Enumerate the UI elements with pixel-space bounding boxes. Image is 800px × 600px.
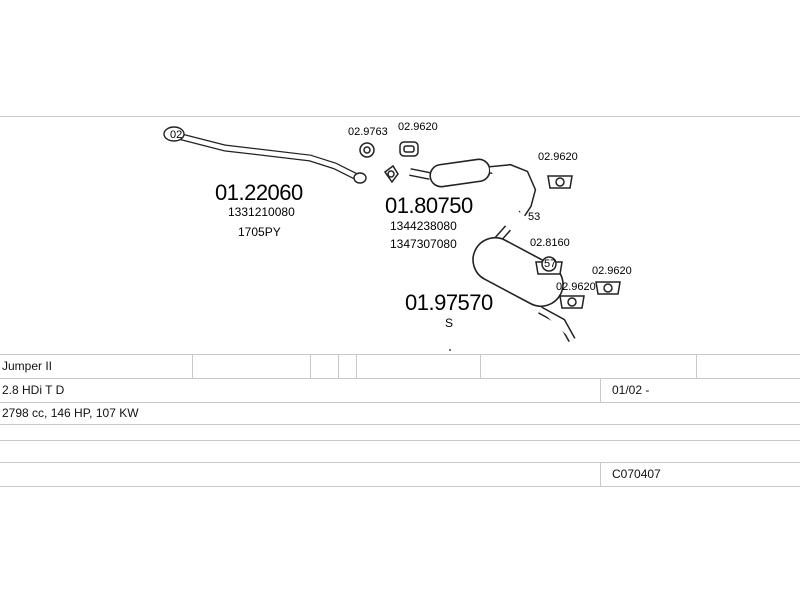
middle-silencer-number: 01.80750 <box>385 193 473 218</box>
row-divider-4 <box>0 440 800 441</box>
col-sep-2 <box>310 354 311 378</box>
table-bottom-border <box>0 486 800 487</box>
middle-silencer-drawing <box>409 158 537 217</box>
hanger-right-number: 02.9620 <box>538 151 578 163</box>
table-top-border <box>0 354 800 355</box>
hanger-rear-2-drawing <box>595 281 621 295</box>
catalog-code: C070407 <box>612 467 661 481</box>
col-sep-5 <box>480 354 481 378</box>
col-sep-4 <box>356 354 357 378</box>
rear-silencer-drawing <box>472 225 576 342</box>
dot-marker <box>449 349 451 351</box>
col-sep-code <box>600 462 601 486</box>
front-pipe-end-label: 02 <box>170 129 182 141</box>
front-pipe-number: 01.22060 <box>215 180 303 205</box>
date-range: 01/02 - <box>612 383 650 397</box>
gasket-drawing <box>359 142 375 158</box>
hanger-rear-1-number: 02.9620 <box>556 281 596 293</box>
col-sep-date <box>600 378 601 402</box>
col-sep-6 <box>696 354 697 378</box>
gasket-number: 02.9763 <box>348 126 388 138</box>
middle-silencer-ref-2: 1347307080 <box>390 237 457 251</box>
front-pipe-drawing <box>163 126 367 184</box>
engine-specs: 2798 cc, 146 HP, 107 KW <box>2 406 139 420</box>
model-name: Jumper II <box>2 359 53 373</box>
row-divider-5 <box>0 462 800 463</box>
hanger-rear-2-number: 02.9620 <box>592 265 632 277</box>
flange-drawing <box>383 164 399 184</box>
row-divider-3 <box>0 424 800 425</box>
pipe-connector-label: 53 <box>528 211 540 223</box>
clamp-middle-drawing <box>399 141 419 157</box>
rear-silencer-number: 01.97570 <box>405 290 493 315</box>
hanger-right-drawing <box>547 175 573 189</box>
row-divider-1 <box>0 378 800 379</box>
clamp-middle-number: 02.9620 <box>398 121 438 133</box>
engine-name: 2.8 HDi T D <box>2 383 65 397</box>
hanger-rear-1-drawing <box>559 295 585 309</box>
rear-clamp-label: 57 <box>544 258 556 270</box>
row-divider-2 <box>0 402 800 403</box>
col-sep-3 <box>338 354 339 378</box>
diagram-top-border <box>0 116 800 117</box>
front-pipe-ref-1: 1331210080 <box>228 205 295 219</box>
middle-silencer-ref-1: 1344238080 <box>390 219 457 233</box>
clamp-rear-drawing <box>535 256 563 275</box>
front-pipe-ref-2: 1705PY <box>238 225 281 239</box>
col-sep-1 <box>192 354 193 378</box>
rear-silencer-ref: S <box>445 316 453 330</box>
clamp-rear-number: 02.8160 <box>530 237 570 249</box>
exhaust-system-diagram: 02 53 57 <box>163 121 632 351</box>
